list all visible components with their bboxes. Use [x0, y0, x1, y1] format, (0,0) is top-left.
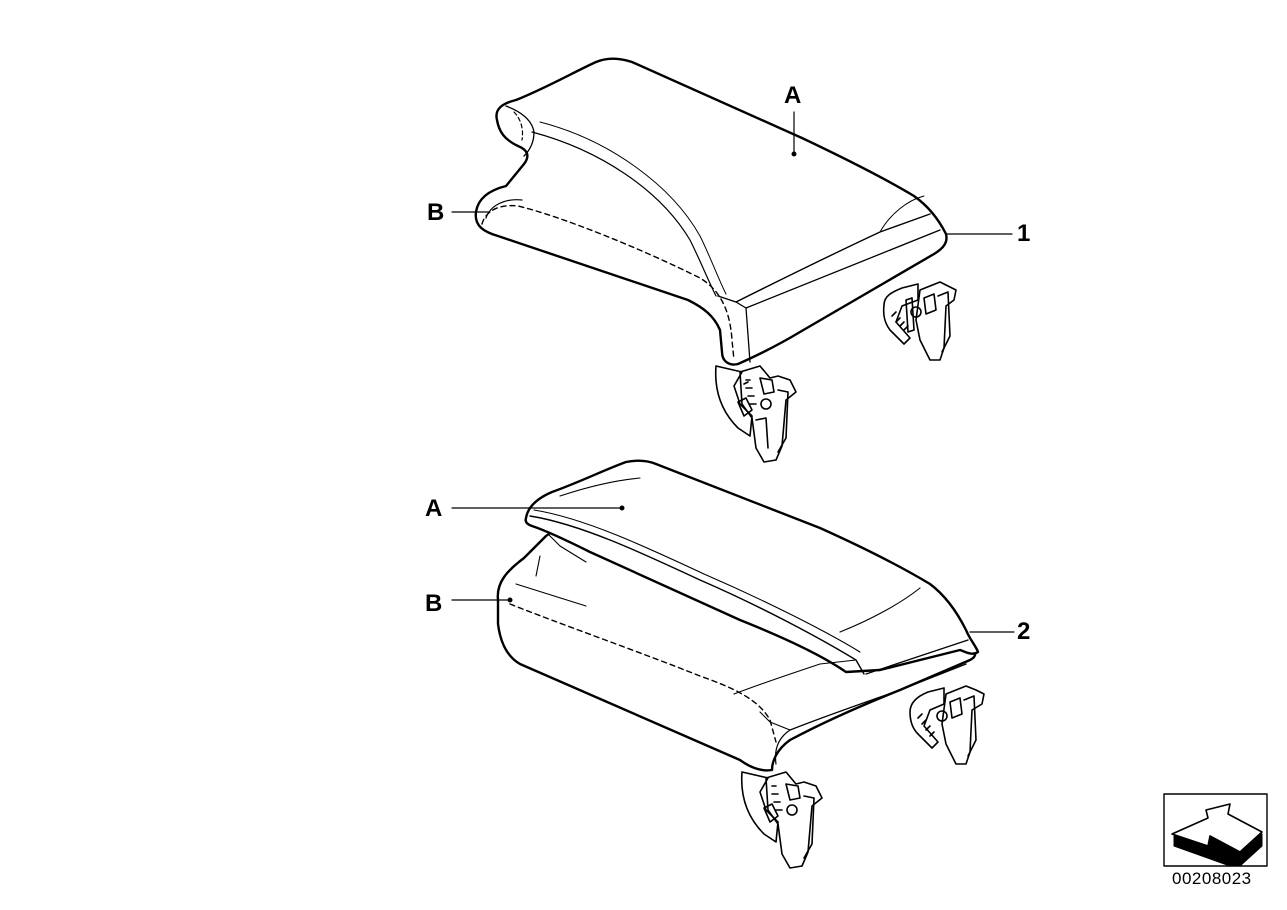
armrest-1-callout-a: A [784, 82, 802, 109]
armrest-2-upper-lid [524, 459, 980, 674]
armrest-2-callout-b: B [425, 590, 443, 617]
orientation-arrow-icon [1171, 803, 1263, 867]
armrest-2-hinge-left [740, 771, 823, 869]
armrest-1 [451, 57, 1013, 463]
armrest-1-hinge-right [882, 281, 957, 361]
armrest-2-callout-a: A [425, 495, 443, 522]
diagram-reference-code: 00208023 [1172, 869, 1252, 888]
orientation-arrow-box [1163, 793, 1268, 867]
armrest-1-body [474, 57, 948, 366]
armrest-2 [451, 459, 1015, 869]
armrest-1-callout-b: B [427, 199, 445, 226]
armrest-1-hinge-left [714, 365, 797, 463]
armrest-2-hinge-right [909, 685, 985, 765]
armrest-1-part-number: 1 [1017, 220, 1031, 247]
armrest-2-part-number: 2 [1017, 618, 1031, 645]
